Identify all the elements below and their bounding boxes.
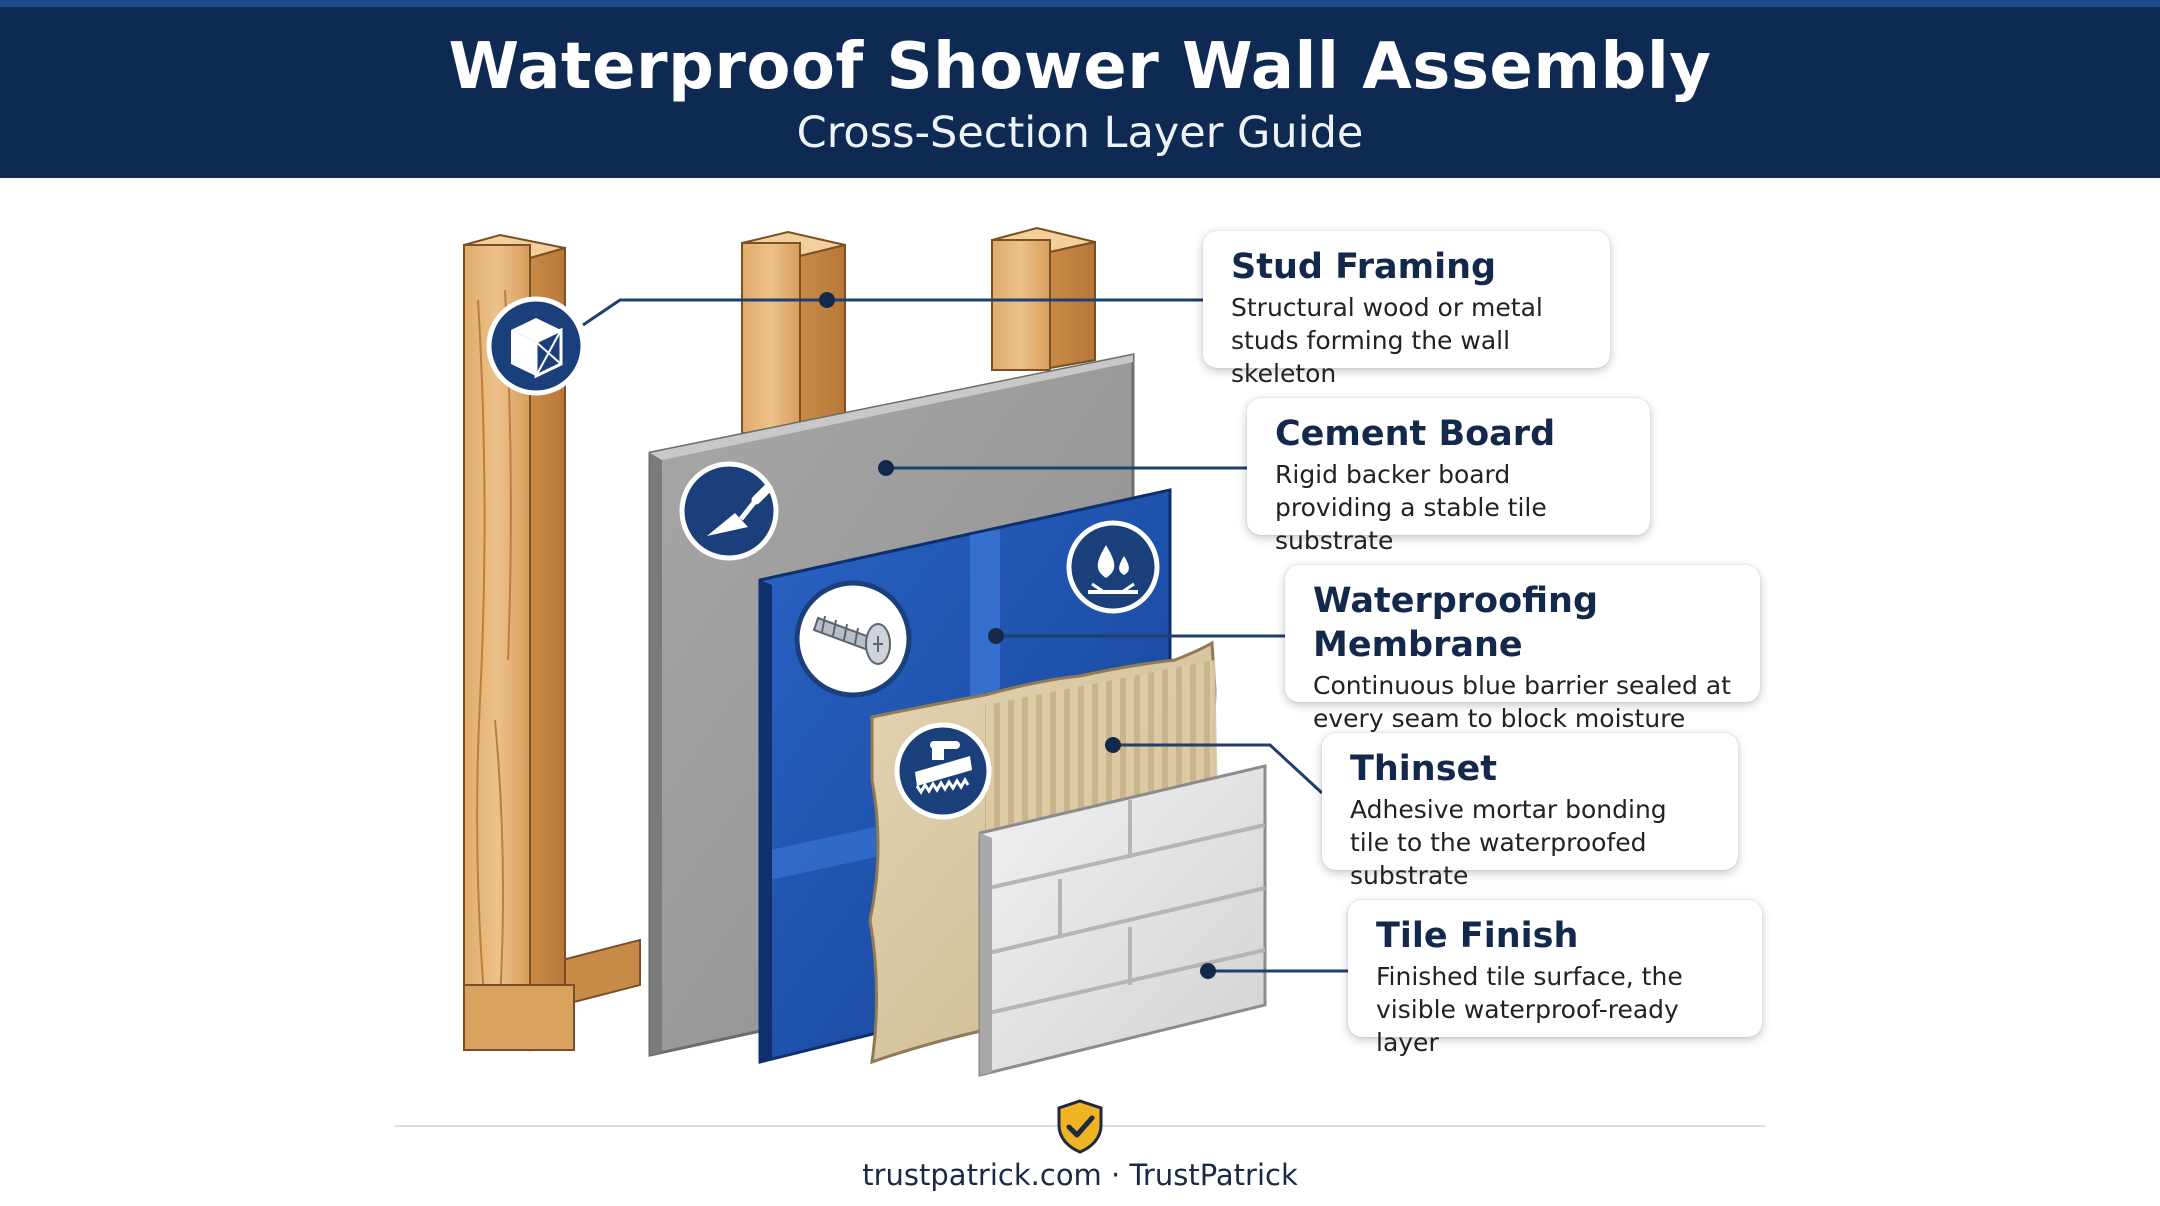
leader-thinset xyxy=(1113,743,1324,795)
layer-card-thinset: Thinset Adhesive mortar bonding tile to … xyxy=(1322,733,1738,890)
layer-card-membrane: Waterproofing Membrane Continuous blue b… xyxy=(1285,565,1760,733)
plate-front xyxy=(463,984,575,1051)
tile-finish xyxy=(978,764,1267,1077)
footer-text: trustpatrick.com · TrustPatrick xyxy=(862,1158,1298,1192)
tile-grout-1 xyxy=(979,823,1266,892)
dot-cement-board xyxy=(878,460,894,476)
right-stud-front xyxy=(991,239,1051,371)
notched-trowel-icon xyxy=(894,722,992,820)
layer-title: Thinset xyxy=(1350,749,1498,789)
layer-title: Cement Board xyxy=(1275,414,1556,454)
page-title: Waterproof Shower Wall Assembly xyxy=(448,30,1712,104)
layer-description: Structural wood or metal studs forming t… xyxy=(1231,293,1543,388)
cement-board-edge xyxy=(650,355,1133,460)
page-subtitle: Cross-Section Layer Guide xyxy=(796,108,1364,158)
screw-icon xyxy=(794,580,912,698)
shield-check-icon xyxy=(1057,1099,1103,1154)
middle-stud-side xyxy=(799,243,846,432)
tile-side xyxy=(980,833,992,1075)
layer-title: Waterproofing Membrane xyxy=(1313,581,1599,665)
water-drop-icon xyxy=(1066,520,1160,614)
stud-cube-icon xyxy=(486,296,586,396)
cement-board-side xyxy=(650,453,662,1055)
leader-dots xyxy=(819,292,1216,979)
membrane-side xyxy=(760,580,772,1062)
layer-description: Rigid backer board providing a stable ti… xyxy=(1275,460,1547,555)
tile-grout-3 xyxy=(979,948,1266,1017)
dot-stud-framing xyxy=(819,292,835,308)
wall-assembly-illustration xyxy=(463,226,1348,1077)
trowel-icon xyxy=(679,461,779,561)
dot-membrane xyxy=(988,628,1004,644)
leader-lines xyxy=(582,298,1348,973)
header-banner: Waterproof Shower Wall Assembly Cross-Se… xyxy=(0,0,2160,178)
stud-framing xyxy=(463,226,1096,1052)
layer-description: Continuous blue barrier sealed at every … xyxy=(1313,671,1731,733)
layer-description: Finished tile surface, the visible water… xyxy=(1376,962,1683,1057)
layer-title: Stud Framing xyxy=(1231,247,1497,287)
right-stud-side xyxy=(1049,240,1096,370)
layer-card-stud-framing: Stud Framing Structural wood or metal st… xyxy=(1203,231,1610,388)
layer-card-cement-board: Cement Board Rigid backer board providin… xyxy=(1247,398,1650,555)
leader-stud-framing xyxy=(582,298,1203,327)
dot-tile-finish xyxy=(1200,963,1216,979)
tile-grout-2 xyxy=(979,886,1266,957)
dot-thinset xyxy=(1105,737,1121,753)
layer-title: Tile Finish xyxy=(1376,916,1579,956)
middle-stud-front xyxy=(741,242,801,434)
layer-description: Adhesive mortar bonding tile to the wate… xyxy=(1350,795,1667,890)
layer-card-tile-finish: Tile Finish Finished tile surface, the v… xyxy=(1348,900,1762,1057)
